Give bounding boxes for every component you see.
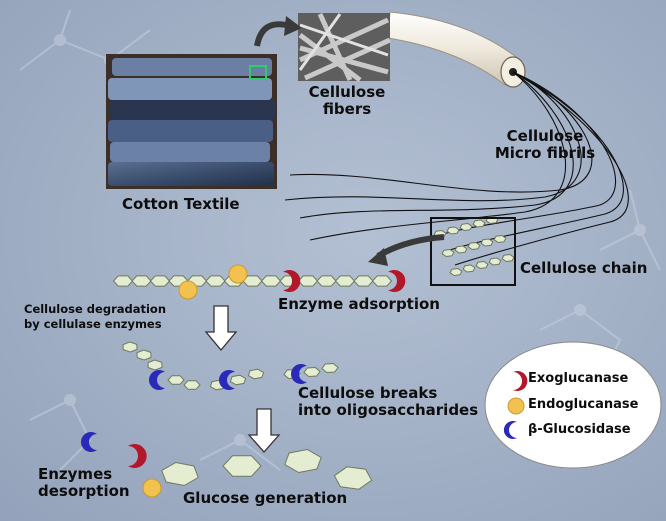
legend-exoglucanase-label: Exoglucanase <box>528 371 629 386</box>
down-arrow <box>247 408 281 453</box>
enzymes-desorption-label: Enzymes desorption <box>38 465 130 501</box>
glucose-unit <box>321 362 339 374</box>
glucose-unit <box>247 368 265 380</box>
chain-zoom-box <box>430 217 516 286</box>
glucose-unit <box>441 248 455 258</box>
degradation-label: Cellulose degradation by cellulase enzym… <box>24 302 167 331</box>
glucose-unit <box>371 275 393 287</box>
cellulose-fiber-tube <box>387 11 526 88</box>
cellulose-fibers-photo <box>298 12 392 82</box>
glucose-unit <box>297 275 319 287</box>
down-arrow <box>204 305 238 352</box>
exoglucanase-icon <box>128 444 147 468</box>
glucose-unit <box>112 275 134 287</box>
glucose-unit <box>480 238 494 247</box>
cotton-textile-label: Cotton Textile <box>122 195 240 213</box>
endoglucanase-icon <box>178 280 198 300</box>
glucose-hexagons <box>161 448 373 490</box>
glucose-unit <box>316 275 337 287</box>
glucose-molecule <box>222 455 262 477</box>
glucose-unit <box>147 359 163 371</box>
glucose-unit <box>260 275 282 287</box>
legend-endoglucanase-label: Endoglucanase <box>528 397 639 412</box>
glucose-unit <box>334 275 356 287</box>
endoglucanase-icon <box>507 397 525 415</box>
beta-glucosidase-icon <box>503 421 517 439</box>
glucose-generation-label: Glucose generation <box>183 489 348 507</box>
cellulose-chain-label: Cellulose chain <box>520 259 648 277</box>
endoglucanase-icon <box>228 264 248 284</box>
glucose-unit <box>122 341 138 353</box>
legend-panel <box>484 341 662 469</box>
glucose-unit <box>454 245 468 254</box>
beta-glucosidase-icon <box>80 432 97 452</box>
glucose-unit <box>449 267 463 277</box>
glucose-molecule <box>333 466 373 490</box>
cellulose-chain-icons <box>433 215 515 277</box>
glucose-molecule <box>161 461 199 487</box>
cellulose-fibers-label: Cellulose fibers <box>308 83 386 119</box>
glucose-unit <box>303 366 321 378</box>
beta-glucosidase-icon <box>148 370 165 390</box>
glucose-unit <box>462 264 476 273</box>
glucose-unit <box>459 222 473 232</box>
oligosaccharides-label: Cellulose breaks into oligosaccharides <box>298 384 479 420</box>
glucose-unit <box>353 275 374 287</box>
enzyme-adsorption-label: Enzyme adsorption <box>278 295 440 313</box>
cotton-textile-photo <box>106 54 277 189</box>
glucose-unit <box>472 219 486 228</box>
glucose-unit <box>229 374 247 386</box>
exoglucanase-icon <box>513 371 528 391</box>
cellulose-microfibrils-label: Cellulose Micro fibrils <box>494 127 596 163</box>
glucose-unit <box>183 380 201 390</box>
beta-glucosidase-icon <box>219 370 235 390</box>
glucose-unit <box>149 275 171 287</box>
exoglucanase-icon <box>283 270 301 292</box>
glucose-unit <box>446 226 460 235</box>
glucose-unit <box>493 234 507 244</box>
endoglucanase-icon <box>142 478 162 498</box>
glucose-unit <box>501 253 515 263</box>
glucose-unit <box>475 260 489 270</box>
long-cellulose-chain <box>112 275 393 287</box>
beta-glucosidase-icon <box>291 364 307 384</box>
glucose-unit <box>131 275 152 287</box>
glucose-unit <box>136 349 152 361</box>
glucose-unit <box>167 375 185 385</box>
exoglucanase-icon <box>388 270 406 292</box>
legend-beta-glucosidase-label: β-Glucosidase <box>528 422 631 437</box>
glucose-unit <box>467 241 481 251</box>
glucose-unit <box>205 275 226 287</box>
glucose-unit <box>488 257 502 266</box>
glucose-molecule <box>284 448 322 474</box>
chain-curved-arrow <box>376 234 445 259</box>
